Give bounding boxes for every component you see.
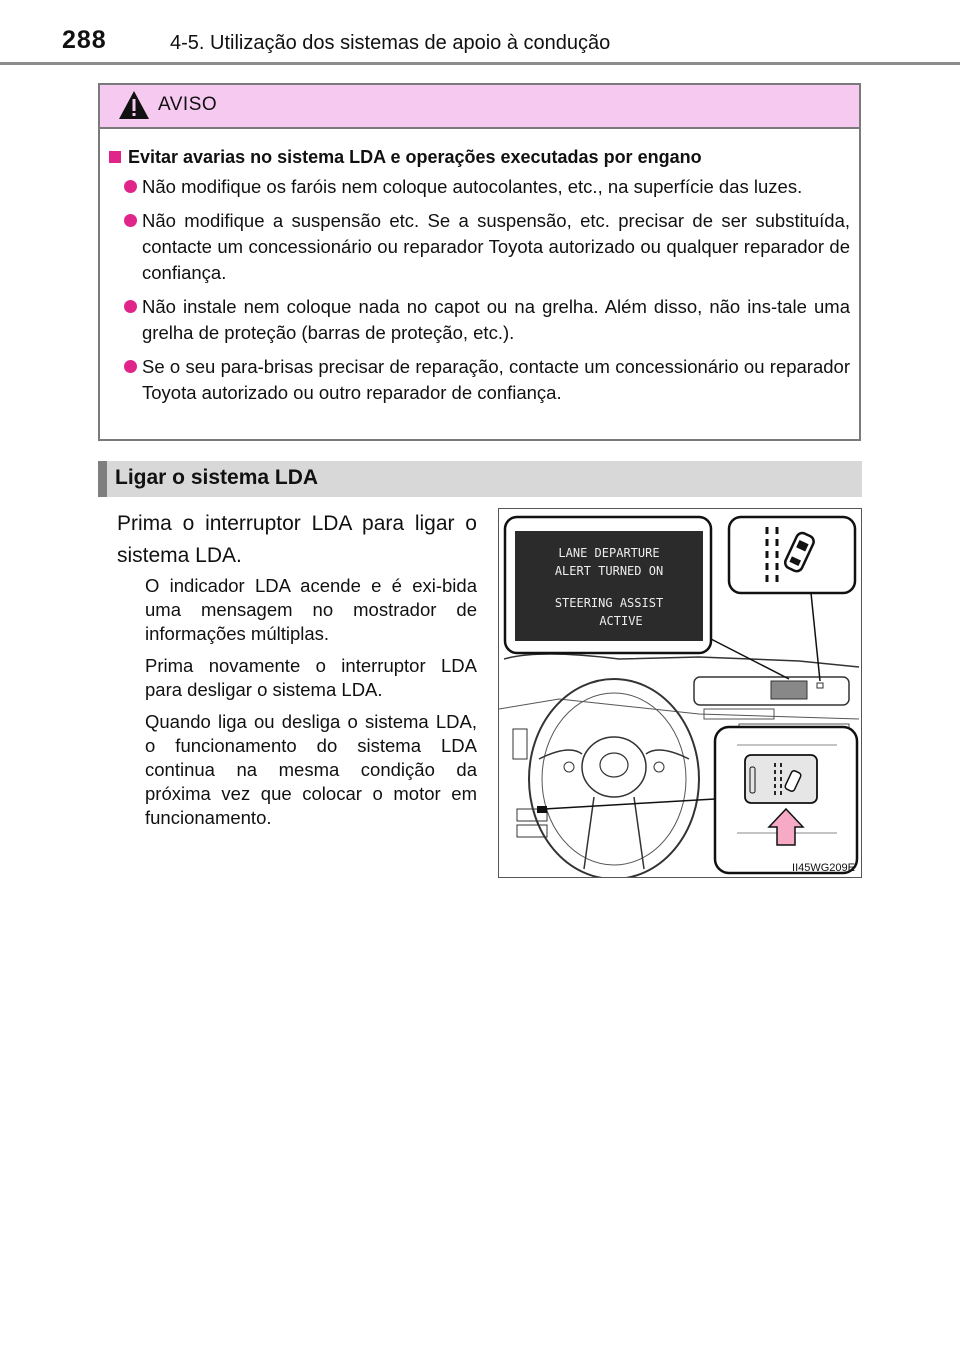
display-line: LANE DEPARTURE bbox=[558, 546, 659, 560]
note-paragraph: Quando liga ou desliga o sistema LDA, o … bbox=[145, 711, 477, 828]
notes: O indicador LDA acende e é exi-bida uma … bbox=[145, 574, 477, 838]
section-title: 4-5. Utilização dos sistemas de apoio à … bbox=[170, 32, 611, 54]
warning-item-text: Não modifique a suspensão etc. Se a susp… bbox=[142, 210, 850, 283]
display-line: ACTIVE bbox=[599, 614, 642, 628]
warning-header: AVISO bbox=[100, 85, 859, 129]
warning-item: Não modifique os faróis nem coloque auto… bbox=[109, 174, 850, 200]
warning-item: Se o seu para-brisas precisar de reparaç… bbox=[109, 354, 850, 406]
dashboard-drawing: LANE DEPARTURE ALERT TURNED ON STEERING … bbox=[499, 515, 860, 877]
instruction-text: Prima o interruptor LDA para ligar o sis… bbox=[117, 512, 477, 567]
bullet-icon bbox=[124, 360, 137, 373]
square-bullet-icon bbox=[109, 151, 121, 163]
warning-body: Evitar avarias no sistema LDA e operaçõe… bbox=[100, 129, 859, 406]
figure-code: II45WG209E bbox=[792, 862, 855, 874]
warning-item: Não modifique a suspensão etc. Se a susp… bbox=[109, 208, 850, 286]
display-line: ALERT TURNED ON bbox=[555, 564, 663, 578]
dashboard-illustration: LANE DEPARTURE ALERT TURNED ON STEERING … bbox=[498, 508, 862, 878]
display-line: STEERING ASSIST bbox=[555, 596, 663, 610]
note-paragraph: Prima novamente o interruptor LDA para d… bbox=[145, 655, 477, 700]
header-divider bbox=[0, 62, 960, 65]
bullet-icon bbox=[124, 180, 137, 193]
subsection-bar bbox=[98, 461, 107, 497]
warning-title-text: Evitar avarias no sistema LDA e operaçõe… bbox=[128, 147, 702, 167]
page-number: 288 bbox=[62, 26, 107, 54]
page-header: 288 4-5. Utilização dos sistemas de apoi… bbox=[0, 0, 960, 65]
subsection-heading: Ligar o sistema LDA bbox=[98, 461, 862, 497]
bullet-icon bbox=[124, 214, 137, 227]
warning-box: AVISO Evitar avarias no sistema LDA e op… bbox=[98, 83, 861, 441]
subsection-title: Ligar o sistema LDA bbox=[115, 466, 319, 489]
warning-triangle-icon bbox=[119, 91, 149, 119]
warning-item: Não instale nem coloque nada no capot ou… bbox=[109, 294, 850, 346]
warning-item-text: Não modifique os faróis nem coloque auto… bbox=[142, 176, 803, 197]
warning-label: AVISO bbox=[158, 94, 218, 115]
note-paragraph: O indicador LDA acende e é exi-bida uma … bbox=[145, 575, 477, 644]
warning-item-text: Se o seu para-brisas precisar de reparaç… bbox=[142, 356, 850, 403]
warning-title: Evitar avarias no sistema LDA e operaçõe… bbox=[109, 147, 850, 168]
bullet-icon bbox=[124, 300, 137, 313]
warning-item-text: Não instale nem coloque nada no capot ou… bbox=[142, 296, 850, 343]
